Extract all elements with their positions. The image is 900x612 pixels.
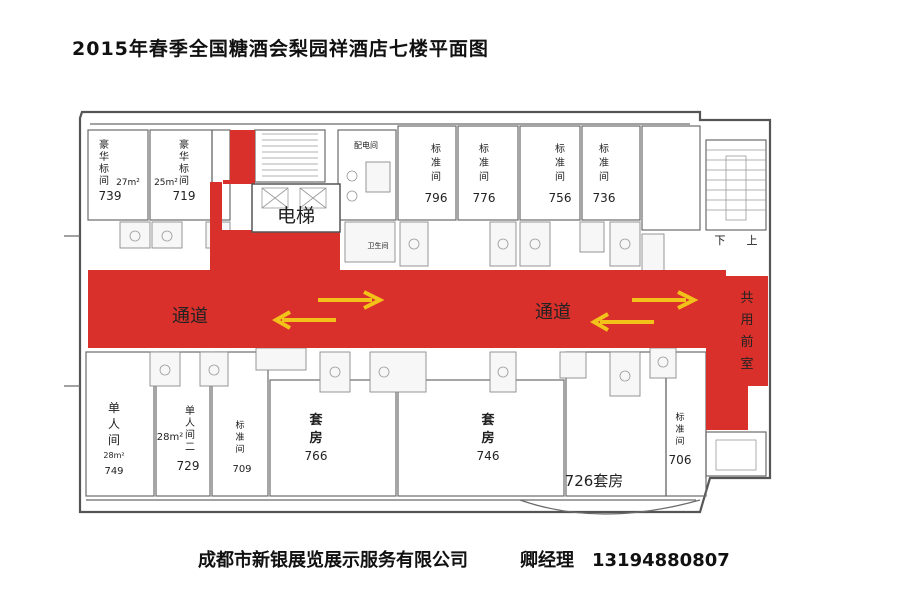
room-type-char: 房 [481, 430, 494, 446]
room-746: 套 房 746 [477, 412, 500, 463]
room-type-char: 间 [235, 443, 244, 455]
room-type-char: 豪 [99, 138, 109, 151]
room-type-char: 准 [675, 424, 684, 435]
room-type-char: 间 [675, 435, 684, 447]
room-number: 736 [593, 191, 616, 205]
corridor-label-right: 通道 [535, 302, 571, 323]
room-type-char: 间 [179, 174, 189, 187]
room-type-char: 间 [555, 170, 565, 183]
room-type-char: 套 [308, 412, 323, 428]
room-number: 756 [549, 191, 572, 205]
room-area: 27m² [116, 178, 140, 188]
room-type-char: 间 [599, 170, 609, 183]
stair-up-label: 上 [747, 234, 758, 247]
room-type-char: 标 [179, 163, 189, 175]
room-type-char: 标 [555, 143, 565, 155]
bathroom-label: 卫生间 [368, 241, 389, 250]
room-type-char: 准 [555, 157, 565, 169]
room-type-char: 准 [431, 157, 441, 169]
room-type-char: 二 [185, 442, 195, 453]
arrow-left-right [589, 312, 654, 332]
arrow-left-left [271, 310, 336, 330]
room-719: 豪 华 标 间 25m² 719 [154, 138, 195, 203]
room-type-char: 标 [235, 419, 244, 431]
elevator-label: 电梯 [277, 205, 315, 227]
room-number: 746 [477, 449, 500, 463]
room-736: 标 准 间 736 [593, 143, 616, 205]
footer-company: 成都市新银展览展示服务有限公司 [198, 550, 468, 571]
top-room-walls [87, 125, 767, 231]
room-type-char: 华 [99, 150, 109, 163]
room-type-char: 间 [108, 433, 120, 447]
room-type-char: 准 [235, 432, 244, 443]
room-type-char: 人 [108, 417, 120, 431]
lobby-char: 室 [740, 356, 753, 372]
room-726: 726套房 [565, 472, 624, 490]
room-type-char: 标 [599, 143, 609, 155]
arrow-right-left [318, 290, 385, 310]
bottom-bathrooms [149, 347, 677, 397]
room-type-char: 华 [179, 150, 189, 163]
room-796: 标 准 间 796 [425, 143, 448, 205]
room-type-char: 单 [108, 401, 120, 415]
room-type-char: 单 [185, 405, 195, 417]
room-type-char: 间 [99, 174, 109, 187]
lobby-char: 用 [740, 313, 753, 328]
bottom-room-walls [85, 351, 767, 497]
lobby-char: 共 [740, 291, 753, 306]
room-756: 标 准 间 756 [549, 143, 572, 205]
room-type-char: 间 [479, 170, 489, 183]
room-709: 标 准 间 709 [232, 419, 251, 475]
room-type-char: 标 [431, 143, 441, 155]
room-749: 单 人 间 28m² 749 [103, 401, 124, 477]
room-area: 25m² [154, 178, 178, 188]
room-type-char: 准 [599, 157, 609, 169]
room-number: 796 [425, 191, 448, 205]
room-776: 标 准 间 776 [473, 143, 496, 205]
room-type-char: 人 [185, 417, 195, 429]
corridor [88, 130, 768, 430]
room-number: 719 [173, 189, 196, 203]
corridor-area [88, 130, 768, 430]
room-729: 单 人 间 二 28m² 729 [157, 405, 200, 473]
outer-walls [64, 110, 772, 515]
page-title: 2015年春季全国糖酒会梨园祥酒店七楼平面图 [72, 38, 489, 60]
footer-contact: 卿经理 13194880807 [520, 550, 730, 571]
lobby-label: 共 用 前 室 [740, 291, 753, 372]
room-706: 标 准 间 706 [669, 411, 692, 467]
room-area: 28m² [157, 432, 183, 443]
room-type-char: 间 [185, 428, 195, 441]
room-type-char: 标 [675, 411, 684, 423]
room-type-char: 套 [480, 412, 495, 428]
room-number: 739 [99, 189, 122, 203]
room-label: 726套房 [565, 472, 624, 490]
room-type-char: 间 [431, 170, 441, 183]
room-number: 776 [473, 191, 496, 205]
room-766: 套 房 766 [305, 412, 328, 463]
lobby-char: 前 [740, 334, 753, 350]
room-number: 749 [104, 466, 123, 477]
room-number: 709 [232, 464, 251, 475]
room-number: 729 [177, 459, 200, 473]
room-739: 豪 华 标 间 27m² 739 [99, 138, 141, 203]
arrow-right-right [632, 290, 699, 310]
room-type-char: 豪 [179, 138, 189, 151]
corridor-label-left: 通道 [172, 306, 208, 327]
room-number: 706 [669, 453, 692, 467]
room-area: 28m² [103, 451, 124, 460]
stair-down-label: 下 [715, 234, 726, 247]
elevator-block: 电梯 [251, 183, 341, 233]
storage-label: 配电间 [354, 140, 378, 150]
room-type-char: 准 [479, 157, 489, 169]
room-number: 766 [305, 449, 328, 463]
room-type-char: 房 [309, 430, 322, 446]
room-type-char: 标 [479, 143, 489, 155]
room-type-char: 标 [99, 163, 109, 175]
